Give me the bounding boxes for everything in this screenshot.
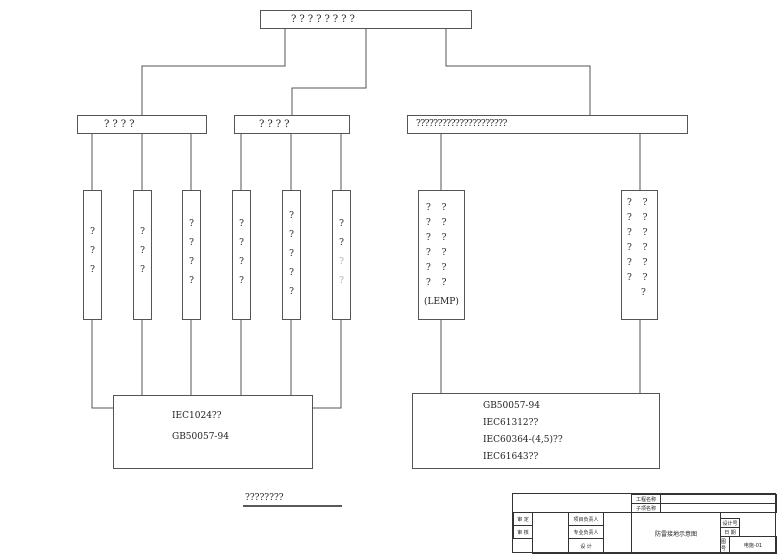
right-module: ? ? ? ? ? ? ? ? ? ? ? ? ? bbox=[621, 190, 658, 320]
tb-row2: 审 核 bbox=[513, 525, 533, 539]
module-bar: ???? bbox=[182, 190, 201, 320]
module-text: ? bbox=[289, 287, 294, 297]
module-text: ? bbox=[189, 257, 194, 267]
root-box: ???????? bbox=[260, 10, 472, 29]
module-text: ? ? bbox=[627, 273, 648, 283]
module-text: ? ? bbox=[426, 263, 447, 273]
branch-label: ????????????????????? bbox=[416, 119, 507, 129]
tb-role1: 项目负责人 bbox=[568, 512, 604, 526]
branch-box-2: ???? bbox=[234, 115, 350, 134]
module-text: ? ? bbox=[627, 243, 648, 253]
lemp-note: (LEMP) bbox=[424, 297, 459, 307]
module-text: ? bbox=[140, 265, 145, 275]
branch-label: ???? bbox=[259, 119, 293, 130]
module-bar: ???? bbox=[232, 190, 251, 320]
module-text: ? bbox=[289, 211, 294, 221]
module-text: ? bbox=[239, 219, 244, 229]
module-text: ? bbox=[189, 238, 194, 248]
module-text: ? bbox=[289, 268, 294, 278]
module-bar: ??? bbox=[133, 190, 152, 320]
module-text: ? ? bbox=[627, 228, 648, 238]
module-text: ? bbox=[339, 257, 344, 267]
standard-item: GB50057-94 bbox=[483, 401, 540, 411]
module-text: ? ? bbox=[627, 198, 648, 208]
module-text: ? bbox=[90, 227, 95, 237]
module-text: ? bbox=[189, 219, 194, 229]
tb-row1: 审 定 bbox=[513, 512, 533, 526]
module-text: ? ? bbox=[426, 278, 447, 288]
standard-item: IEC1024?? bbox=[172, 411, 222, 421]
standard-item: IEC61643?? bbox=[483, 452, 539, 462]
module-text: ? bbox=[90, 265, 95, 275]
module-text: ? bbox=[339, 276, 344, 286]
tb-cell bbox=[603, 512, 632, 554]
standard-item: IEC60364-(4,5)?? bbox=[483, 435, 563, 445]
standard-item: GB50057-94 bbox=[172, 432, 229, 442]
module-text: ? bbox=[239, 257, 244, 267]
module-text: ? ? bbox=[627, 213, 648, 223]
tb-cell bbox=[532, 512, 569, 554]
module-text: ? ? bbox=[426, 248, 447, 258]
module-text: ? ? bbox=[627, 258, 648, 268]
lemp-module: ? ? ? ? ? ? ? ? ? ? ? ? (LEMP) bbox=[418, 190, 465, 320]
standard-item: IEC61312?? bbox=[483, 418, 539, 428]
tb-sheet-no: 电施-01 bbox=[729, 536, 777, 554]
module-text: ? bbox=[289, 230, 294, 240]
module-text: ? bbox=[339, 219, 344, 229]
module-bar: ????? bbox=[282, 190, 301, 320]
module-text: ? bbox=[189, 276, 194, 286]
module-text: ? bbox=[339, 238, 344, 248]
standards-box-right: GB50057-94 IEC61312?? IEC60364-(4,5)?? I… bbox=[412, 393, 660, 469]
module-text: ? ? bbox=[426, 203, 447, 213]
root-label: ???????? bbox=[291, 14, 358, 25]
module-text: ? bbox=[289, 249, 294, 259]
module-text: ? bbox=[140, 227, 145, 237]
module-text: ? bbox=[641, 288, 646, 298]
tb-role3: 设 计 bbox=[568, 538, 604, 554]
module-text: ? bbox=[140, 246, 145, 256]
module-bar: ???? bbox=[332, 190, 351, 320]
branch-box-1: ???? bbox=[77, 115, 207, 134]
footer-note: ???????? bbox=[245, 493, 284, 503]
module-text: ? bbox=[90, 246, 95, 256]
module-text: ? bbox=[239, 276, 244, 286]
tb-role2: 专业负责人 bbox=[568, 525, 604, 539]
module-text: ? ? bbox=[426, 233, 447, 243]
branch-label: ???? bbox=[104, 119, 138, 130]
standards-box-left: IEC1024?? GB50057-94 bbox=[113, 395, 313, 469]
module-text: ? ? bbox=[426, 218, 447, 228]
tb-drawing-title: 防雷接地示意图 bbox=[631, 512, 721, 554]
branch-box-3: ????????????????????? bbox=[407, 115, 688, 134]
module-text: ? bbox=[239, 238, 244, 248]
module-bar: ??? bbox=[83, 190, 102, 320]
title-block: 工程名称 子项名称 审 定 审 核 项目负责人 专业负责人 设 计 防雷接地示意… bbox=[512, 493, 777, 554]
